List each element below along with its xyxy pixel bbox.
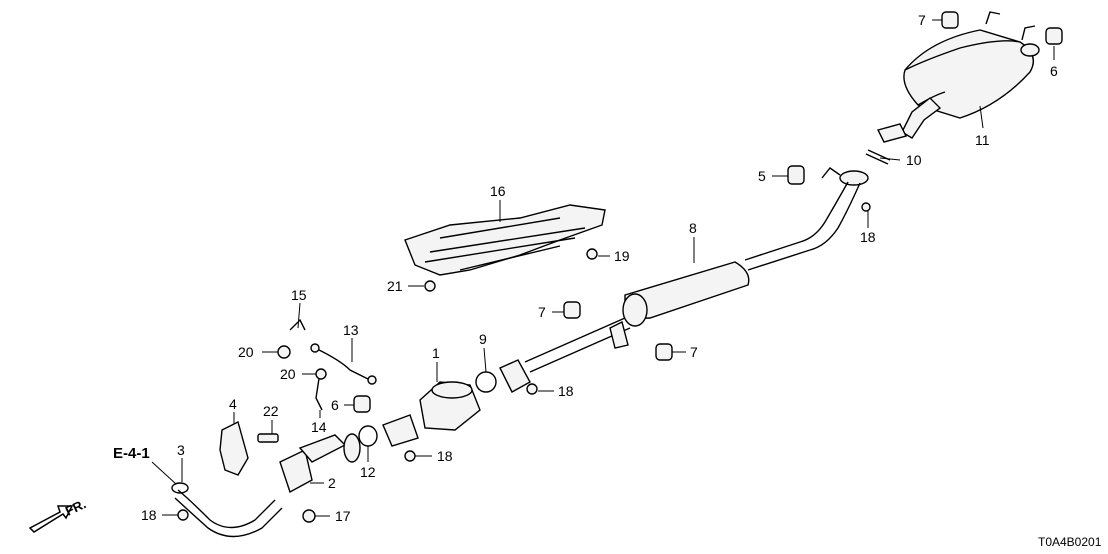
mount-rubber-7b-part[interactable] [563, 301, 581, 319]
callout-1: 1 [432, 345, 440, 361]
sensor-bracket-15-part[interactable] [289, 318, 306, 331]
callout-18: 18 [860, 229, 876, 245]
bolt-20b-part[interactable] [315, 368, 327, 380]
callout-20: 20 [238, 344, 254, 360]
callout-9: 9 [479, 331, 487, 347]
callout-7: 7 [538, 304, 546, 320]
callout-20: 20 [280, 366, 296, 382]
bolt-19-part[interactable] [586, 248, 598, 260]
diagram-code: T0A4B0201 [1038, 535, 1102, 549]
section-reference[interactable]: E-4-1 [113, 445, 150, 462]
callout-7: 7 [690, 344, 698, 360]
callout-3: 3 [177, 442, 185, 458]
callout-11: 11 [975, 132, 990, 148]
bolt-22-part[interactable] [257, 433, 279, 443]
callout-8: 8 [689, 220, 697, 236]
callout-7: 7 [918, 12, 926, 28]
oxygen-sensor-14-part[interactable] [315, 371, 323, 411]
callout-4: 4 [229, 396, 237, 412]
bolt-20a-part[interactable] [277, 345, 291, 359]
callout-17: 17 [335, 508, 351, 524]
callout-15: 15 [291, 287, 307, 303]
nut-18a-part[interactable] [861, 202, 871, 212]
center-muffler-pipe-part[interactable] [499, 167, 869, 393]
callout-10: 10 [906, 152, 922, 168]
callout-13: 13 [343, 322, 359, 338]
mount-rubber-5-part[interactable] [787, 165, 805, 185]
mount-rubber-6a-part[interactable] [1045, 27, 1063, 45]
callout-6: 6 [1050, 63, 1058, 79]
front-direction-arrow-icon [28, 505, 74, 533]
nut-18d-part[interactable] [177, 509, 189, 521]
catalytic-converter-part[interactable] [382, 381, 481, 447]
callout-18: 18 [437, 448, 453, 464]
mount-rubber-6b-part[interactable] [353, 395, 371, 413]
mount-rubber-7a-part[interactable] [941, 11, 959, 29]
callout-19: 19 [614, 248, 630, 264]
nut-17-part[interactable] [302, 509, 316, 523]
callout-12: 12 [360, 464, 376, 480]
nut-18b-part[interactable] [526, 383, 538, 395]
callout-6: 6 [331, 397, 339, 413]
gasket-9-part[interactable] [475, 371, 497, 393]
callout-22: 22 [263, 403, 279, 419]
callout-14: 14 [311, 419, 327, 435]
callout-2: 2 [328, 475, 336, 491]
mount-rubber-7c-part[interactable] [655, 343, 673, 361]
leader-lines [151, 19, 1055, 517]
heat-shield-part[interactable] [404, 204, 606, 276]
callout-16: 16 [490, 183, 506, 199]
nut-18c-part[interactable] [404, 450, 416, 462]
callout-18: 18 [141, 507, 157, 523]
callout-18: 18 [558, 383, 574, 399]
callout-5: 5 [758, 168, 766, 184]
front-pipe-part[interactable] [174, 433, 361, 538]
gasket-3-part[interactable] [171, 482, 189, 494]
rear-muffler-part[interactable] [876, 11, 1040, 143]
oxygen-sensor-13-part[interactable] [310, 343, 377, 385]
direction-label: FR. [63, 496, 88, 518]
gasket-12-part[interactable] [358, 425, 378, 447]
gasket-part[interactable] [865, 149, 891, 165]
bracket-part[interactable] [219, 420, 249, 476]
callout-21: 21 [387, 278, 403, 294]
nut-21-part[interactable] [424, 280, 436, 292]
